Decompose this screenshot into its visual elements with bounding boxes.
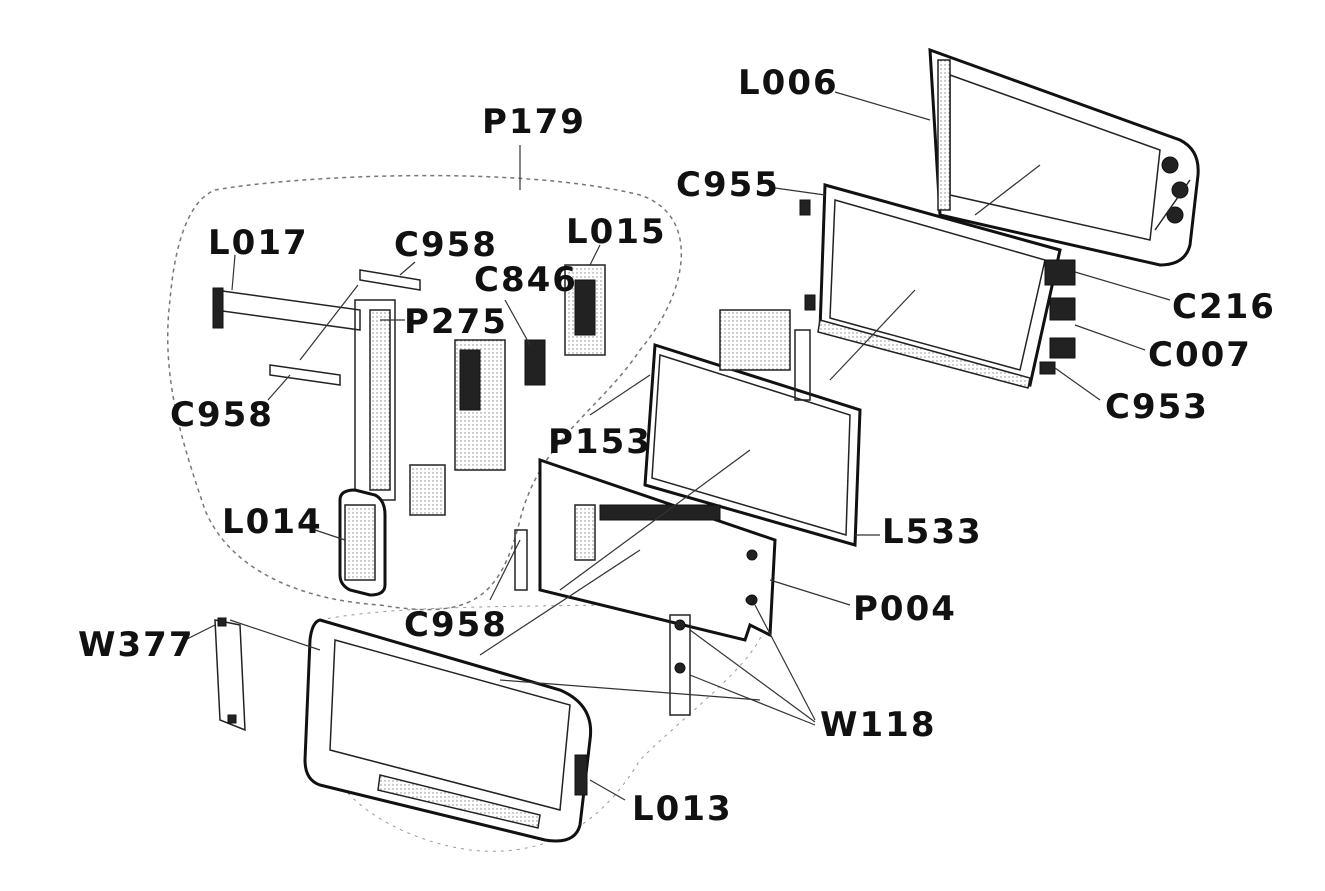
label-c958-left: C958 [170, 395, 274, 435]
lcd-module [643, 309, 862, 547]
label-p153: P153 [548, 422, 652, 462]
w118-screws [669, 595, 755, 716]
label-c007: C007 [1148, 335, 1252, 375]
right-small-parts [1039, 259, 1076, 375]
p179-internal-parts [212, 264, 606, 597]
main-board [514, 457, 777, 642]
p179-group-outline [167, 174, 683, 611]
label-p004: P004 [853, 589, 957, 629]
w377-bracket [214, 617, 246, 732]
lower-group-outline [319, 599, 767, 852]
label-p179: P179 [482, 102, 586, 142]
label-c953: C953 [1105, 387, 1209, 427]
label-l006: L006 [738, 63, 839, 103]
label-l013: L013 [632, 789, 733, 829]
label-w377: W377 [78, 625, 195, 665]
label-c958-bottom: C958 [404, 605, 508, 645]
label-c846: C846 [474, 260, 578, 300]
label-c958-top: C958 [394, 225, 498, 265]
label-p275: P275 [404, 302, 508, 342]
label-c955: C955 [676, 165, 780, 205]
label-c216: C216 [1172, 287, 1276, 327]
label-l017: L017 [208, 223, 309, 263]
label-l014: L014 [222, 502, 323, 542]
rear-frame [928, 47, 1200, 267]
label-l015: L015 [566, 212, 667, 252]
leader-lines [184, 91, 1171, 801]
label-l533: L533 [882, 512, 983, 552]
label-w118: W118 [820, 705, 937, 745]
front-bezel [303, 618, 593, 843]
